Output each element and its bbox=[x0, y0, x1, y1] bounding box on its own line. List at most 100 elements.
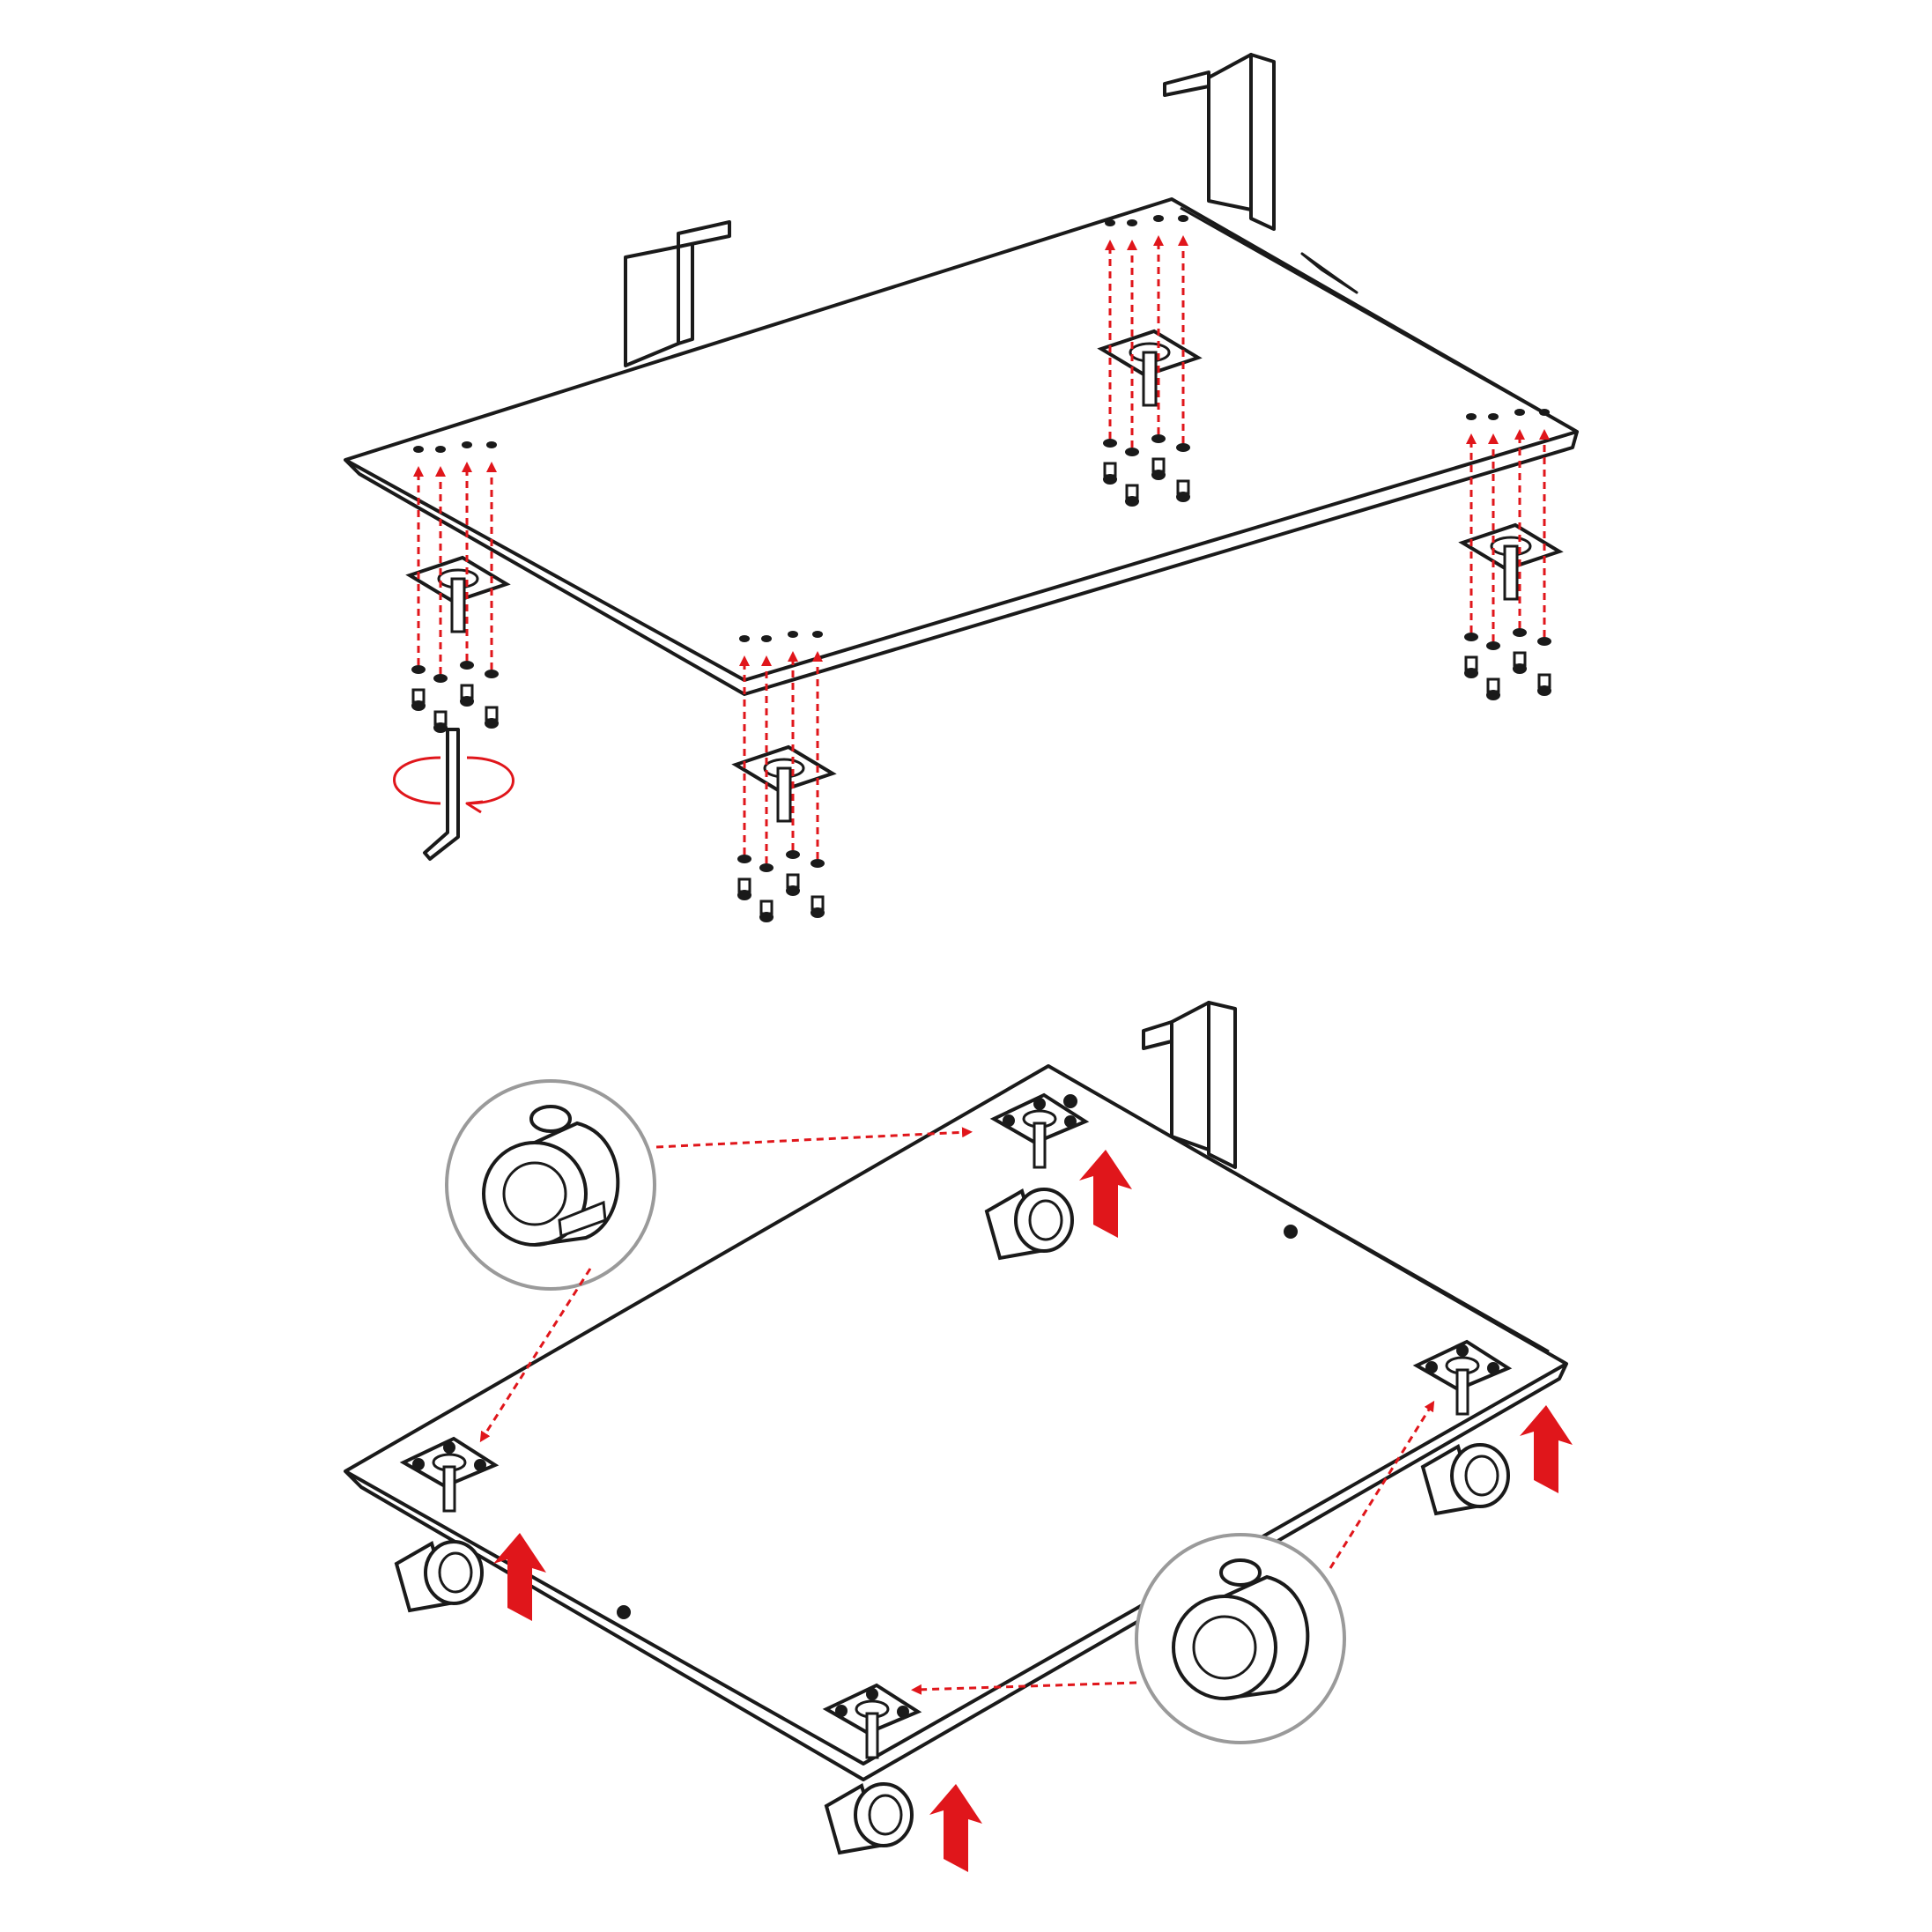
rotate-arrow-icon bbox=[393, 756, 514, 814]
frame-hole bbox=[1178, 215, 1188, 222]
washer bbox=[1486, 641, 1500, 650]
screw-head bbox=[811, 907, 825, 918]
washer bbox=[1513, 628, 1527, 637]
callout-hub bbox=[502, 1161, 567, 1226]
bolt-head bbox=[1456, 1344, 1469, 1357]
upright-left bbox=[624, 220, 731, 367]
callout-pointer bbox=[655, 1127, 973, 1149]
screw-thread bbox=[1125, 484, 1139, 500]
frame-hole bbox=[486, 441, 497, 448]
screw-head bbox=[1176, 492, 1190, 502]
screw-thread bbox=[737, 877, 751, 893]
screw-head bbox=[1151, 470, 1166, 480]
caster-plate-4 bbox=[822, 1683, 922, 1759]
upright-right bbox=[1163, 53, 1276, 231]
plate-body bbox=[989, 1092, 1090, 1145]
hex-key-icon bbox=[423, 728, 460, 861]
caster-wheel bbox=[854, 1782, 914, 1847]
locking-caster-callout bbox=[445, 1079, 656, 1291]
frame-hole bbox=[1466, 413, 1477, 420]
up-arrow-icon bbox=[929, 1784, 982, 1872]
callout-pointer bbox=[479, 1268, 592, 1443]
frame-hole bbox=[1514, 409, 1525, 416]
screw-head bbox=[759, 912, 774, 922]
screw-head bbox=[1537, 685, 1551, 696]
screw-head bbox=[1513, 663, 1527, 674]
free-caster-icon bbox=[824, 1782, 914, 1855]
washer bbox=[1125, 448, 1139, 456]
mounting-plate-1 bbox=[405, 441, 511, 733]
frame-hole bbox=[462, 441, 472, 448]
caster-wheel bbox=[1450, 1443, 1510, 1508]
frame-underside-step2 bbox=[344, 1064, 1568, 1781]
mounting-plate-4 bbox=[731, 631, 837, 922]
screw-thread bbox=[759, 899, 774, 915]
screw-thread bbox=[1486, 677, 1500, 693]
callout-stem-socket bbox=[1219, 1558, 1262, 1587]
washer bbox=[1176, 443, 1190, 452]
caster-hub bbox=[868, 1794, 903, 1836]
stem bbox=[1455, 1368, 1469, 1416]
screw-thread bbox=[1103, 462, 1117, 477]
locking-caster-icon bbox=[984, 1188, 1074, 1261]
step-insert-casters bbox=[344, 1001, 1568, 1781]
stem bbox=[865, 1712, 879, 1759]
screw-thread bbox=[1464, 655, 1478, 671]
screw-thread bbox=[1151, 457, 1166, 473]
screw-head bbox=[786, 885, 800, 896]
washer bbox=[411, 665, 426, 674]
callout-wheel bbox=[1172, 1595, 1277, 1700]
frame-underside bbox=[344, 197, 1579, 696]
washer bbox=[1151, 434, 1166, 443]
plate-body bbox=[822, 1683, 922, 1736]
screw-head bbox=[737, 890, 751, 900]
washer bbox=[737, 855, 751, 863]
frame-hole bbox=[1153, 215, 1164, 222]
step-mount-plates bbox=[344, 53, 1579, 861]
stem bbox=[1142, 351, 1158, 407]
screw-thread bbox=[811, 895, 825, 911]
washer bbox=[1103, 439, 1117, 448]
bolt-head bbox=[443, 1441, 455, 1454]
plate-body bbox=[399, 1436, 500, 1489]
callout-stem-socket bbox=[529, 1105, 572, 1133]
screw-head bbox=[485, 718, 499, 729]
frame-hole bbox=[1127, 219, 1137, 226]
caster-plate-1 bbox=[989, 1092, 1090, 1169]
washer bbox=[759, 863, 774, 872]
bolt-head bbox=[1003, 1114, 1015, 1127]
up-arrow-icon bbox=[493, 1533, 546, 1621]
mounting-plate-3 bbox=[1458, 409, 1564, 700]
caster-wheel bbox=[1014, 1188, 1074, 1253]
frame-hole bbox=[812, 631, 823, 638]
frame-hole bbox=[413, 446, 424, 453]
screw-thread bbox=[485, 706, 499, 722]
screw-head bbox=[411, 700, 426, 711]
free-caster-callout bbox=[1135, 1533, 1346, 1744]
step2-parts-group bbox=[394, 1079, 1573, 1872]
frame-hole bbox=[1488, 413, 1499, 420]
caster-plate-3 bbox=[1412, 1339, 1513, 1416]
caster-hub bbox=[1028, 1199, 1063, 1241]
frame-hole bbox=[1539, 409, 1550, 416]
caster-hub bbox=[1464, 1455, 1499, 1497]
bolt-head bbox=[474, 1459, 486, 1471]
screw-thread bbox=[460, 684, 474, 700]
bolt-head bbox=[412, 1458, 425, 1470]
frame-hole bbox=[788, 631, 798, 638]
screw-thread bbox=[1513, 651, 1527, 667]
washer bbox=[1537, 637, 1551, 646]
bolt-head bbox=[866, 1688, 878, 1700]
callout-housing bbox=[1224, 1574, 1310, 1700]
bolt-head bbox=[1425, 1361, 1438, 1373]
screw-thread bbox=[1537, 673, 1551, 689]
upright-step2 bbox=[1142, 1001, 1237, 1169]
screw-thread bbox=[433, 710, 448, 726]
step1-plate-group bbox=[405, 215, 1564, 922]
frame-hole bbox=[435, 446, 446, 453]
caster-hub bbox=[438, 1551, 473, 1594]
screw-head bbox=[1486, 690, 1500, 700]
screw-head bbox=[1464, 668, 1478, 678]
